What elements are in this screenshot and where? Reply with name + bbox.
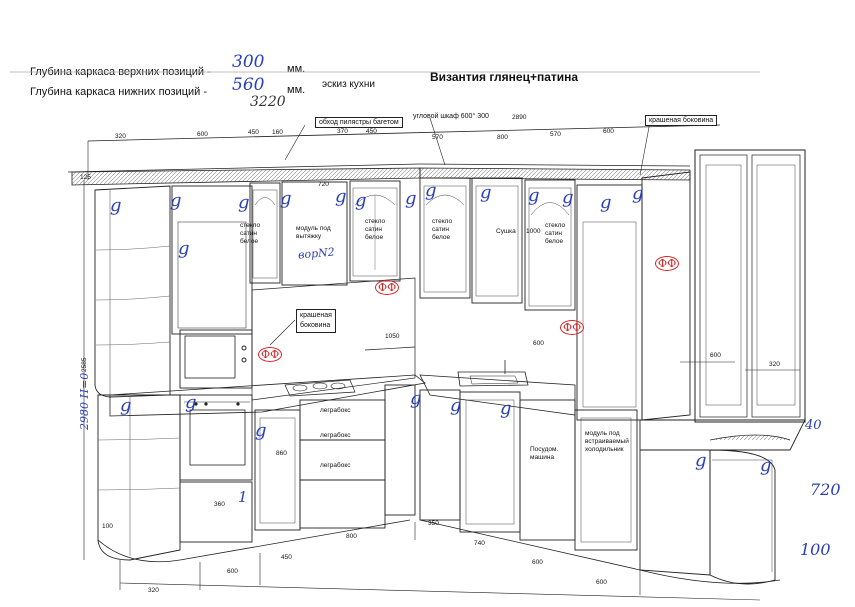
hand-g-14: g [632, 183, 644, 204]
hand-g-10: g [480, 182, 492, 203]
top-dim-3: 160 [272, 129, 283, 136]
hand-g-21: g [695, 450, 707, 471]
label-dryer: Сушка [496, 228, 516, 235]
project-title: Византия глянец+патина [430, 70, 579, 84]
dim-wall-gap: 1050 [385, 333, 400, 340]
hand-g-6: g [335, 186, 347, 207]
red-ff-4: ФФ [560, 320, 585, 335]
label-glass-white-4: стекло сатин белое [545, 222, 566, 245]
top-dim-1: 600 [197, 131, 208, 138]
callout-painted-side-top: крашеная боковина [645, 115, 718, 126]
top-dim-9: 570 [550, 131, 561, 138]
depth-upper-value: 300 [232, 52, 265, 72]
hand-g-17: g [255, 420, 267, 441]
hand-40: 40 [805, 418, 822, 433]
hand-g-4: g [238, 192, 250, 213]
dim-base-height: 860 [276, 450, 287, 457]
hand-g-12: g [562, 187, 574, 208]
hand-g-15: g [120, 395, 132, 416]
dim-window-side: 320 [769, 361, 780, 368]
top-dim-6: 570 [432, 134, 443, 141]
top-dim-2: 450 [248, 129, 259, 136]
bottom-dim-2: 450 [281, 554, 292, 561]
hand-one: 1 [238, 488, 248, 506]
depth-lower-label: Глубина каркаса нижних позиций - [30, 86, 208, 98]
top-dim-4: 370 [337, 128, 348, 135]
bottom-dim-7: 600 [596, 579, 607, 586]
sketch-label: эскиз кухни [322, 79, 376, 90]
top-dim-5: 450 [366, 128, 377, 135]
hand-g-5: g [280, 188, 292, 209]
callout-corner-cabinet: угловой шкаф 600° 300 [413, 113, 489, 120]
callout-pilaster: обход пилястры багетом [315, 117, 403, 128]
top-dim-0: 320 [115, 133, 126, 140]
top-dim-8: 800 [497, 134, 508, 141]
dim-upper-height: 720 [318, 181, 329, 188]
hand-g-9: g [425, 180, 437, 201]
bottom-dim-6: 600 [532, 559, 543, 566]
hand-g-20: g [500, 398, 512, 419]
label-glass-white-3: стекло сатин белое [432, 218, 453, 241]
dim-plinth: 100 [102, 523, 113, 530]
top-dim-7: 2890 [512, 114, 527, 121]
top-dim-10: 600 [603, 128, 614, 135]
bottom-dim-4: 350 [428, 520, 439, 527]
hand-720: 720 [810, 480, 841, 499]
callout-painted-side-mid: крашеная боковина [296, 309, 336, 333]
hand-g-7: g [355, 190, 367, 211]
handwritten-total: 3220 [250, 94, 286, 110]
label-dishwasher-html: Посудом. машина [530, 446, 559, 461]
red-ff-1: ФФ [375, 280, 400, 295]
dim-cornice: 125 [80, 174, 91, 181]
hand-g-11: g [528, 185, 540, 206]
hand-g-8: g [405, 188, 417, 209]
dim-mid-600: 600 [533, 340, 544, 347]
bottom-dim-0: 320 [148, 587, 159, 594]
hand-100: 100 [800, 540, 831, 559]
bottom-dim-5: 740 [474, 540, 485, 547]
hand-g-1: g [110, 195, 122, 216]
hand-g-19: g [450, 395, 462, 416]
dim-window-width: 600 [710, 352, 721, 359]
label-legrabox-1: леграбокс [320, 406, 351, 414]
label-fridge-module-html: модуль под встраиваемый холодильник [585, 430, 629, 453]
dim-oven-width: 360 [214, 501, 225, 508]
label-legrabox-3: леграбокс [320, 461, 351, 469]
dim-corner-upper: 1000 [526, 228, 541, 235]
red-ff-2: ФФ [655, 256, 680, 271]
depth-lower-unit: мм. [287, 84, 306, 96]
hand-g-18: g [410, 388, 422, 409]
red-ff-3: ФФ [258, 347, 283, 362]
depth-lower-value: 560 [232, 75, 265, 95]
label-glass-white-1: стекло сатин белое [240, 222, 261, 245]
label-legrabox-2: леграбокс [320, 431, 351, 439]
hand-g-16: g [185, 392, 197, 413]
label-glass-white-2: стекло сатин белое [365, 218, 386, 241]
hand-g-13: g [600, 192, 612, 213]
bottom-dim-1: 600 [227, 568, 238, 575]
label-mod-under-hood: модуль под вытяжку [296, 225, 331, 240]
bottom-dim-3: 800 [346, 533, 357, 540]
hand-height: 2980 H=0 [78, 372, 91, 430]
hand-g-2: g [170, 190, 182, 211]
dim-total-height: 2585 [81, 357, 88, 372]
hand-g-22: g [760, 455, 772, 476]
hand-g-3: g [178, 238, 190, 259]
